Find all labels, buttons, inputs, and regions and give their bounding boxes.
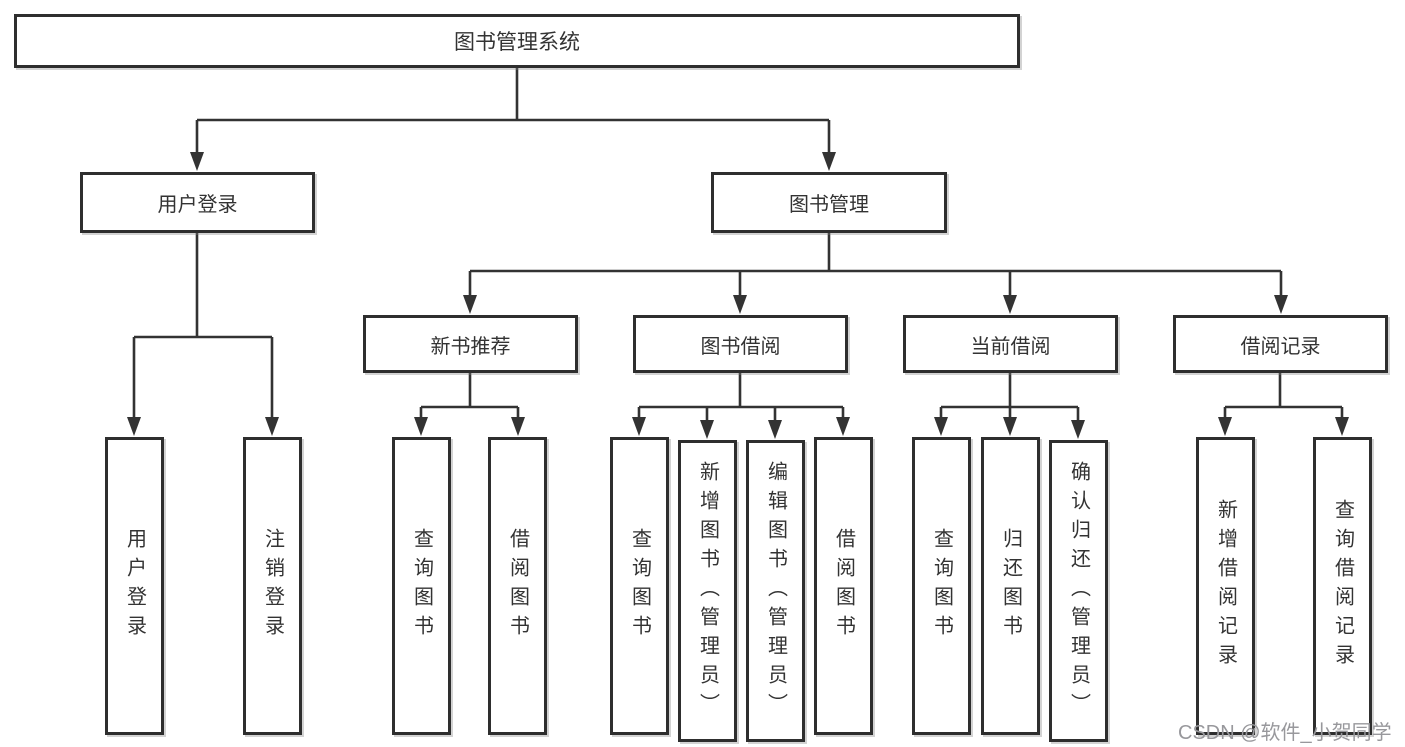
leaf-borrow-books-label: 借阅图书 — [832, 528, 855, 644]
node-library-system-label: 图书管理系统 — [454, 31, 580, 54]
node-new-book-recommend-label: 新书推荐 — [430, 335, 511, 358]
node-borrow-records-label: 借阅记录 — [1240, 335, 1321, 358]
leaf-borrow-books: 借阅图书 — [814, 437, 873, 735]
leaf-confirm-return-admin: 确认归还（管理员） — [1049, 440, 1108, 742]
leaf-add-books-admin: 新增图书（管理员） — [678, 440, 737, 742]
node-user-login-branch-label: 用户登录 — [157, 194, 238, 216]
leaf-add-books-admin-label: 新增图书（管理员） — [696, 460, 719, 722]
node-book-management: 图书管理 — [711, 172, 947, 233]
leaf-query-borrow-record-label: 查询借阅记录 — [1331, 499, 1354, 673]
node-book-management-label: 图书管理 — [789, 194, 869, 216]
node-library-system: 图书管理系统 — [14, 14, 1020, 68]
node-book-borrow: 图书借阅 — [633, 315, 848, 373]
leaf-user-login: 用户登录 — [105, 437, 164, 735]
csdn-watermark: CSDN @软件_小贺同学 — [1178, 722, 1392, 744]
leaf-query-books-borrow-label: 查询图书 — [628, 528, 651, 644]
leaf-query-books-current: 查询图书 — [912, 437, 971, 735]
leaf-borrow-books-recommend: 借阅图书 — [488, 437, 547, 735]
node-borrow-records: 借阅记录 — [1173, 315, 1388, 373]
node-new-book-recommend: 新书推荐 — [363, 315, 578, 373]
leaf-confirm-return-admin-label: 确认归还（管理员） — [1067, 460, 1090, 722]
leaf-logout: 注销登录 — [243, 437, 302, 735]
node-current-borrow: 当前借阅 — [903, 315, 1118, 373]
node-user-login-branch: 用户登录 — [80, 172, 315, 233]
leaf-logout-label: 注销登录 — [261, 528, 284, 644]
leaf-borrow-books-recommend-label: 借阅图书 — [506, 528, 529, 644]
leaf-query-books-borrow: 查询图书 — [610, 437, 669, 735]
leaf-edit-books-admin: 编辑图书（管理员） — [746, 440, 805, 742]
leaf-user-login-label: 用户登录 — [123, 528, 146, 644]
leaf-query-borrow-record: 查询借阅记录 — [1313, 437, 1372, 735]
leaf-edit-books-admin-label: 编辑图书（管理员） — [764, 460, 787, 722]
leaf-return-books-label: 归还图书 — [999, 528, 1022, 644]
leaf-query-books-current-label: 查询图书 — [930, 528, 953, 644]
leaf-add-borrow-record-label: 新增借阅记录 — [1214, 499, 1237, 673]
leaf-query-books-recommend: 查询图书 — [392, 437, 451, 735]
leaf-return-books: 归还图书 — [981, 437, 1040, 735]
node-book-borrow-label: 图书借阅 — [700, 335, 781, 358]
node-current-borrow-label: 当前借阅 — [970, 335, 1051, 358]
leaf-query-books-recommend-label: 查询图书 — [410, 528, 433, 644]
leaf-add-borrow-record: 新增借阅记录 — [1196, 437, 1255, 735]
